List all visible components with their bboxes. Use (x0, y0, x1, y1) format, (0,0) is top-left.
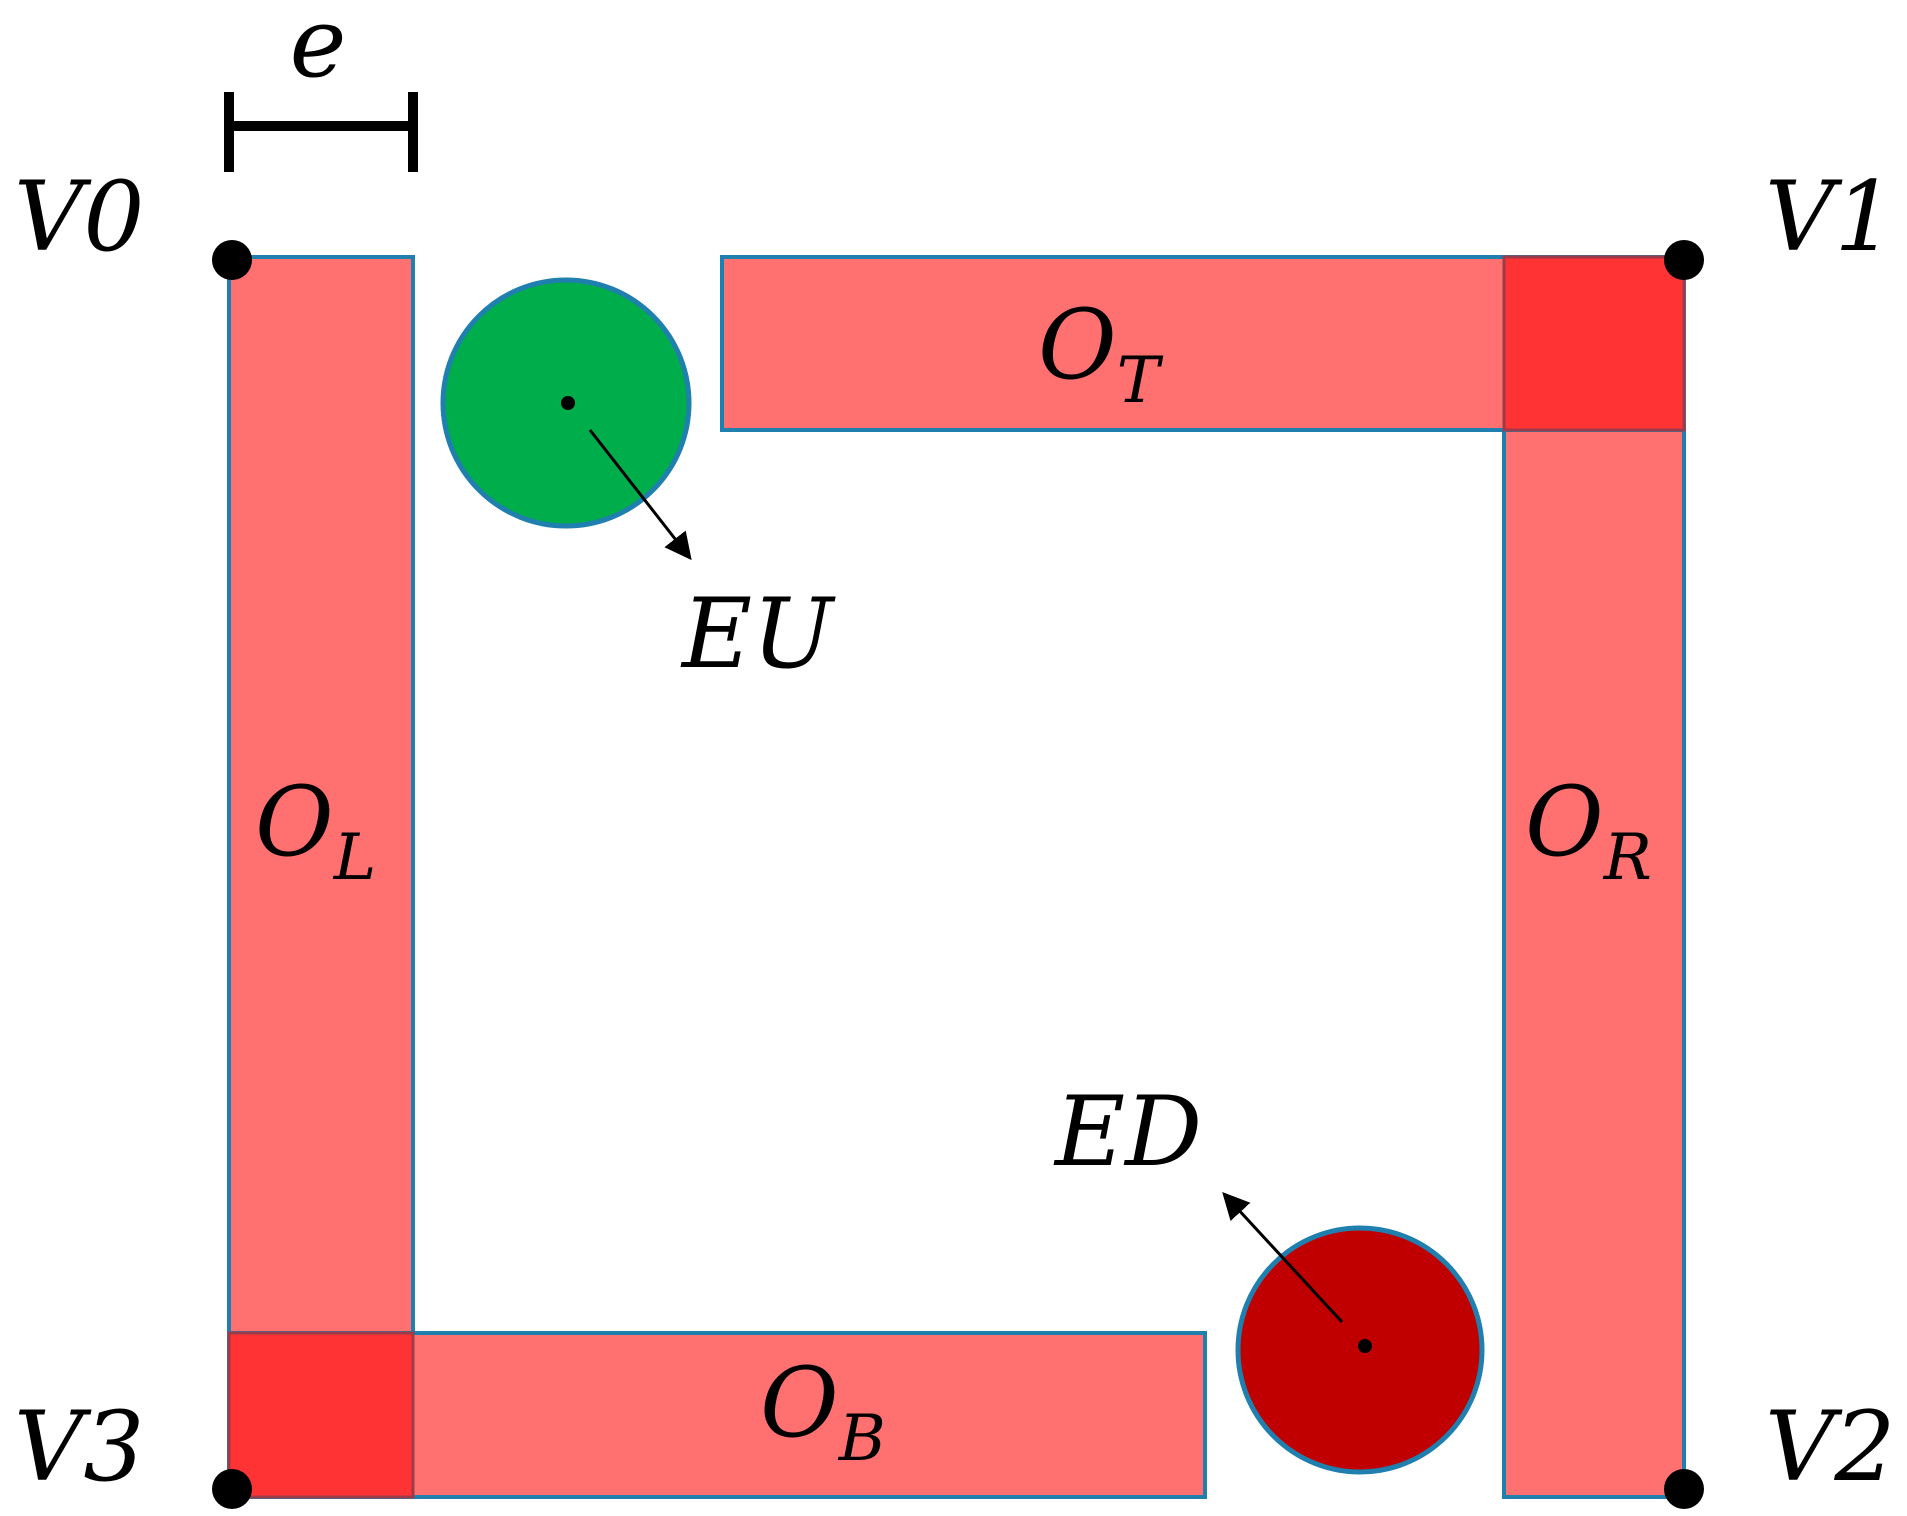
obstacle-right (1502, 255, 1686, 1499)
vertex-v2-label: V2 (1765, 1391, 1895, 1503)
obstacle-bottom-label: OB (760, 1347, 886, 1476)
eu-arrow (588, 429, 692, 561)
eu-center-dot (561, 396, 575, 410)
vertex-v0-dot (212, 240, 252, 280)
ed-center-dot (1358, 1339, 1372, 1353)
eu-label: EU (680, 578, 836, 690)
scale-label: e (290, 0, 347, 99)
vertex-v3-label: V3 (14, 1391, 144, 1503)
obstacle-left (227, 255, 415, 1499)
vertex-v1-dot (1664, 240, 1704, 280)
vertex-v3-dot (212, 1469, 252, 1509)
vertex-v1-label: V1 (1765, 161, 1895, 273)
obstacle-right-label: OR (1525, 766, 1652, 895)
obstacle-left-label: OL (255, 766, 376, 895)
vertex-v0-label: V0 (14, 161, 144, 273)
vertex-v2-dot (1664, 1469, 1704, 1509)
overlap-bottom-left (227, 1331, 415, 1499)
overlap-top-right (1502, 255, 1686, 432)
ed-label: ED (1053, 1076, 1202, 1188)
ed-arrow (1222, 1192, 1344, 1324)
scale-bar (224, 92, 418, 172)
obstacle-top-label: OT (1038, 289, 1164, 418)
